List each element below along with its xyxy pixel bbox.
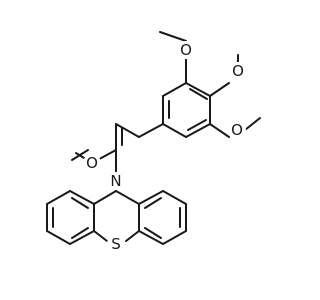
oxygen-atom-upper-right-methoxy: O [229, 62, 247, 80]
trimethoxyphenyl-ring [162, 82, 211, 138]
atom-labels: O O O O N S [83, 41, 247, 253]
svg-text:N: N [110, 172, 121, 190]
methoxy-groups [159, 31, 261, 138]
svg-text:O: O [180, 41, 192, 59]
sulfur-atom-ring: S [107, 235, 125, 253]
oxygen-atom-top-methoxy: O [177, 41, 195, 59]
svg-text:S: S [111, 235, 121, 253]
phenothiazine-core [46, 190, 187, 245]
oxygen-atom-carbonyl: O [83, 154, 101, 172]
nitrogen-atom-ring: N [107, 172, 125, 190]
svg-text:O: O [231, 121, 243, 139]
chemical-structure: O O O O N S [46, 31, 261, 253]
svg-text:O: O [232, 62, 244, 80]
svg-text:O: O [86, 154, 98, 172]
oxygen-atom-lower-right-methoxy: O [228, 121, 246, 139]
structure-canvas: O O O O N S [46, 31, 261, 253]
